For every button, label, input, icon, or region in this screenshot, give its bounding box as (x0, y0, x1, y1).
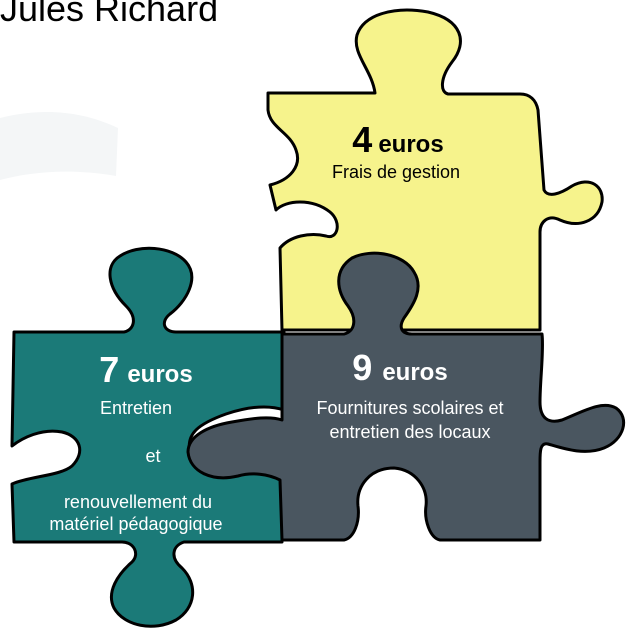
entretien-desc-line-1: Entretien (100, 398, 172, 418)
frais-amount-number: 4 (352, 119, 372, 160)
label-entretien: 7 euros Entretien et renouvellement du ma… (49, 349, 222, 534)
fournitures-desc-line-1: Fournitures scolaires et (316, 398, 503, 418)
fournitures-amount-number: 9 (352, 347, 372, 388)
entretien-desc-line-2: et (145, 446, 160, 466)
frais-desc-line-1: Frais de gestion (332, 162, 460, 182)
entretien-desc-line-4: matériel pédagogique (49, 514, 222, 534)
fournitures-amount-unit: euros (382, 359, 447, 386)
page-title: Jules Richard (0, 0, 219, 29)
puzzle-piece-fournitures (186, 251, 626, 542)
label-fournitures: 9 euros Fournitures scolaires et entretie… (316, 347, 503, 442)
background-smudge (0, 112, 118, 180)
entretien-amount-number: 7 (99, 349, 119, 390)
entretien-amount-unit: euros (127, 361, 192, 388)
entretien-desc-line-3: renouvellement du (64, 492, 212, 512)
fournitures-desc-line-2: entretien des locaux (329, 422, 490, 442)
puzzle-piece-frais (266, 8, 604, 332)
frais-amount-unit: euros (378, 131, 443, 158)
